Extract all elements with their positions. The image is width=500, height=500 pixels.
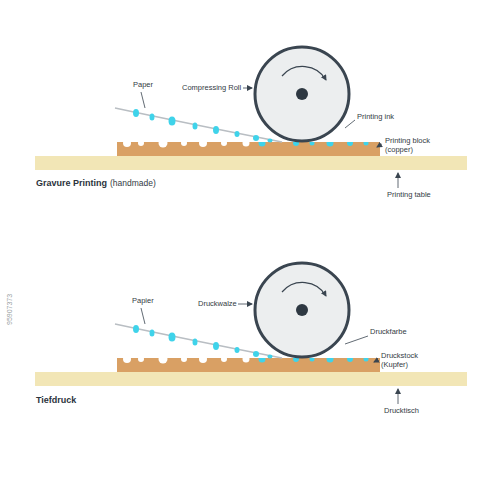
part-label: Printing table <box>387 191 431 200</box>
heading-note: (handmade) <box>110 179 156 189</box>
part-label: Paper <box>133 81 153 90</box>
watermark: 95907373 <box>6 294 14 325</box>
part-label: Printing block (copper) <box>385 137 437 154</box>
part-label: Druckstock (Kupfer) <box>381 352 433 369</box>
part-label: Papier <box>132 297 154 306</box>
press-top <box>35 47 467 170</box>
part-label: Printing ink <box>357 113 394 122</box>
diagram-heading: Gravure Printing <box>36 178 107 188</box>
part-label: Druckwalze <box>198 300 237 309</box>
part-label: Drucktisch <box>384 407 419 416</box>
part-label: Compressing Roll <box>182 84 241 93</box>
part-label: Druckfarbe <box>370 328 407 337</box>
diagram-heading: Tiefdruck <box>36 395 76 405</box>
press-bottom <box>35 263 467 386</box>
